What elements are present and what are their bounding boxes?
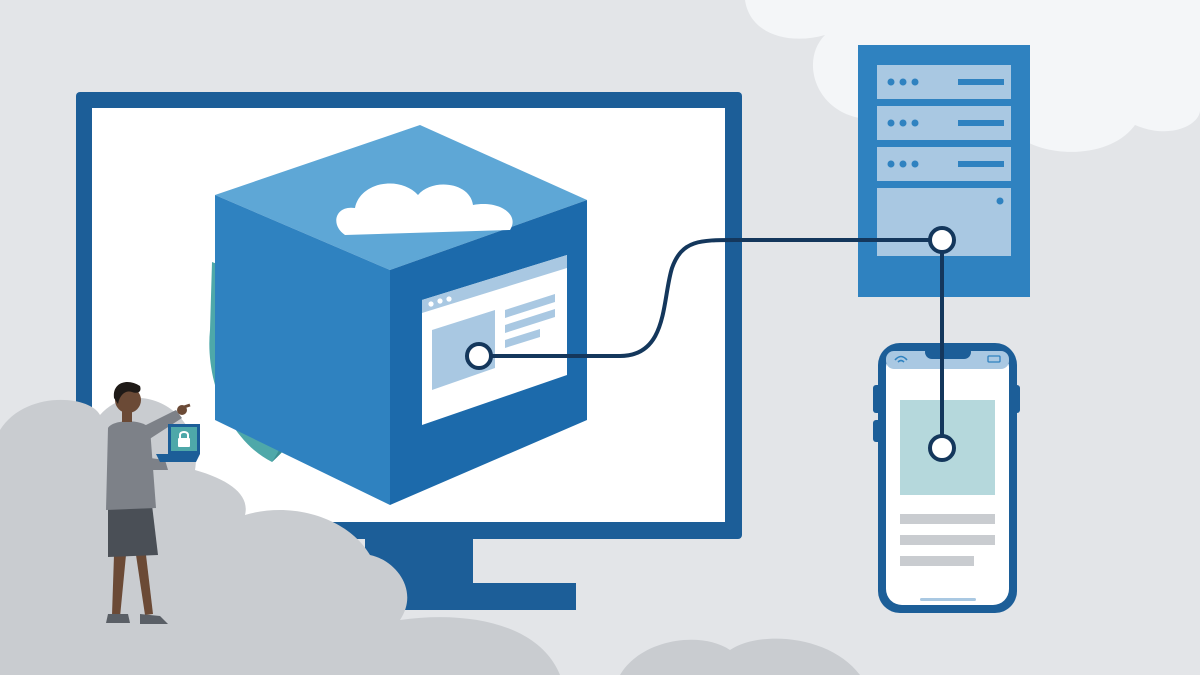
battery-icon	[987, 355, 1001, 363]
server-unit-1-details	[887, 78, 1004, 86]
browser-dot-1	[428, 301, 434, 307]
laptop-lock-body	[178, 438, 190, 447]
browser-text-line-1	[505, 294, 555, 318]
server-unit-2-details	[887, 119, 1004, 127]
cube-browser-bar	[422, 255, 567, 313]
person-finger	[183, 403, 191, 409]
node-phone	[928, 434, 956, 462]
person-leg-left	[112, 555, 126, 617]
server-rack-icon	[858, 45, 1030, 297]
phone-text-line-2	[900, 535, 995, 545]
cube-cloud-icon	[336, 183, 513, 235]
person-arm-pointing	[140, 410, 182, 440]
person-shoe-left	[106, 614, 130, 623]
phone-home-indicator	[920, 598, 976, 601]
browser-dot-2	[437, 298, 443, 304]
connection-lines	[479, 238, 944, 448]
person-leg-right	[136, 555, 153, 615]
browser-text-line-3	[505, 329, 540, 348]
laptop-base	[156, 454, 200, 462]
phone-text-line-1	[900, 514, 995, 524]
node-cube	[465, 342, 493, 370]
server-unit-4-led	[996, 197, 1004, 205]
person-shoe-right	[140, 614, 168, 624]
person-with-laptop-icon	[106, 382, 200, 624]
phone-notch	[925, 345, 971, 359]
server-unit-3-details	[887, 160, 1004, 168]
person-torso	[106, 421, 156, 510]
browser-image-block	[432, 310, 495, 390]
person-shorts	[108, 505, 158, 557]
person-hair	[113, 382, 141, 404]
phone-status-bar	[886, 351, 1009, 369]
smartphone-icon	[873, 343, 1020, 613]
wifi-icon	[894, 355, 908, 363]
connector-cube-to-server	[479, 238, 942, 358]
cube-left-face	[215, 195, 390, 505]
browser-text-line-2	[505, 309, 555, 333]
person-arm-holding	[132, 440, 168, 470]
connection-nodes	[465, 226, 956, 462]
browser-dot-3	[446, 296, 452, 302]
phone-text-line-3	[900, 556, 974, 566]
node-server	[928, 226, 956, 254]
laptop-lock-shackle	[179, 431, 189, 439]
person-neck	[122, 410, 132, 422]
